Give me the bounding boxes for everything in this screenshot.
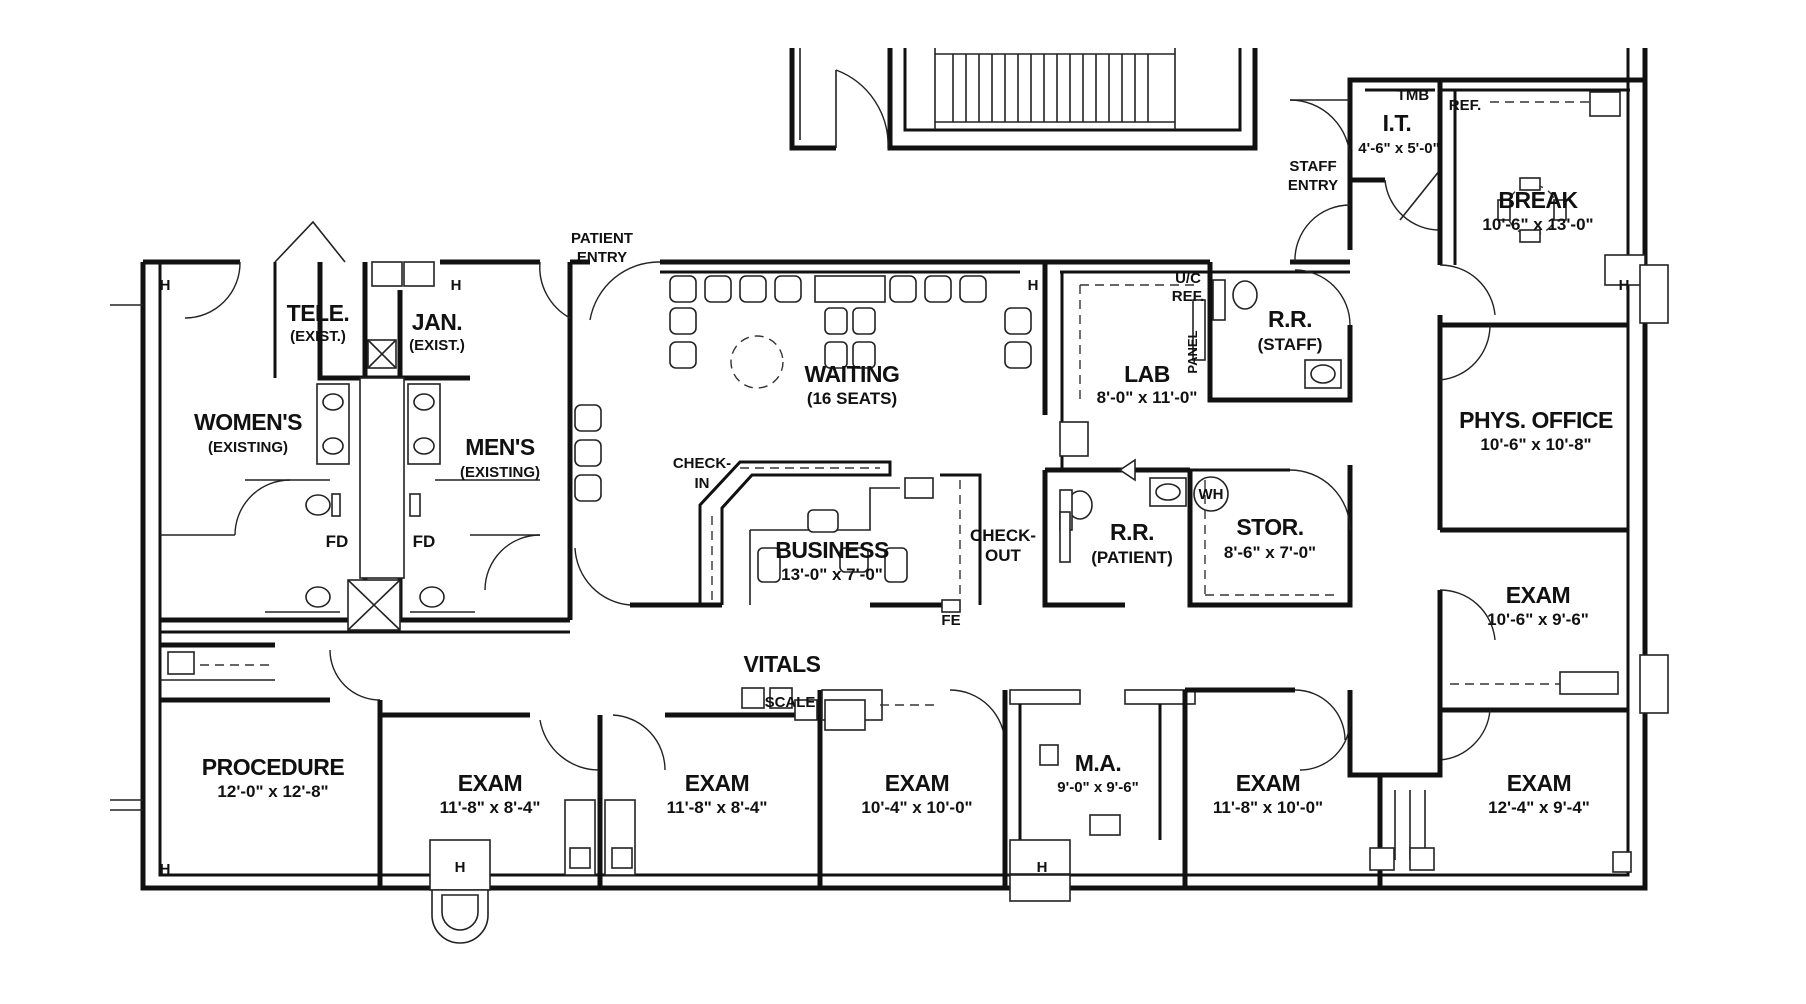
exam5-dims: 12'-4" x 9'-4"	[1488, 798, 1590, 817]
rr-staff-label: R.R.	[1268, 306, 1312, 332]
exam2-label: EXAM	[685, 770, 749, 796]
lab-label: LAB	[1124, 361, 1170, 387]
business-dims: 13'-0" x 7'-0"	[781, 565, 883, 584]
exam4-label: EXAM	[1236, 770, 1300, 796]
womens-label: WOMEN'S	[194, 409, 302, 435]
rr-patient-sub-label: (PATIENT)	[1091, 548, 1173, 567]
womens-sub-label: (EXISTING)	[208, 439, 288, 456]
exam1-label: EXAM	[458, 770, 522, 796]
break-table	[1497, 177, 1567, 243]
vitals-label: VITALS	[743, 651, 820, 677]
rr-staff-sub-label: (STAFF)	[1258, 335, 1323, 354]
waiting-label: WAITING	[805, 361, 900, 387]
stor-dims: 8'-6" x 7'-0"	[1224, 543, 1316, 562]
ma-label: M.A.	[1075, 750, 1122, 776]
break-label: BREAK	[1498, 187, 1578, 213]
procedure-dims: 12'-0" x 12'-8"	[217, 782, 328, 801]
uc-label: U/C	[1175, 270, 1201, 287]
h-mark: H	[160, 861, 171, 878]
exterior-walls	[110, 48, 1648, 891]
restroom-block	[160, 220, 573, 634]
h-mark: H	[160, 277, 171, 294]
staff-entry-label-2: ENTRY	[1288, 177, 1338, 194]
exam1-dims: 11'-8" x 8'-4"	[440, 798, 541, 817]
stair-treads	[935, 53, 1175, 123]
phys-office-label: PHYS. OFFICE	[1459, 407, 1613, 433]
tele-label: TELE.	[287, 300, 350, 326]
it-label: I.T.	[1383, 110, 1412, 136]
break-dims: 10'-6" x 13'-0"	[1482, 215, 1593, 234]
ma-dims: 9'-0" x 9'-6"	[1057, 779, 1138, 796]
h-mark: H	[455, 859, 466, 876]
mens-label: MEN'S	[465, 434, 535, 460]
h-mark: H	[1037, 859, 1048, 876]
lab-dims: 8'-0" x 11'-0"	[1097, 388, 1198, 407]
check-out-label-2: OUT	[985, 546, 1022, 565]
h-mark: H	[1619, 277, 1630, 294]
rr-patient-label: R.R.	[1110, 519, 1154, 545]
tmb-label: TMB	[1397, 87, 1430, 104]
check-in-label-2: IN	[695, 475, 710, 492]
patient-entry-label-2: ENTRY	[577, 249, 627, 266]
h-mark: H	[1028, 277, 1039, 294]
room-labels: TELE. (EXIST.) JAN. (EXIST.) WOMEN'S (EX…	[194, 87, 1614, 817]
it-dims: 4'-6" x 5'-0"	[1358, 140, 1439, 157]
waiting-chairs	[574, 275, 1032, 502]
h-markers: H H H H H H H	[160, 277, 1630, 878]
uc-ref-label: REF.	[1172, 288, 1205, 305]
fe-label: FE	[941, 612, 960, 629]
lab-core	[1020, 259, 1353, 608]
it-room	[1289, 77, 1443, 263]
phys-office-dims: 10'-6" x 10'-8"	[1480, 435, 1591, 454]
jan-sub-label: (EXIST.)	[409, 337, 465, 354]
exam-right-dims: 10'-6" x 9'-6"	[1487, 610, 1589, 629]
check-in-label-1: CHECK-	[673, 455, 731, 472]
exam3-dims: 10'-4" x 10'-0"	[861, 798, 972, 817]
jan-label: JAN.	[412, 309, 462, 335]
fd-left-label: FD	[326, 532, 349, 551]
procedure-label: PROCEDURE	[202, 754, 345, 780]
business-label: BUSINESS	[775, 537, 889, 563]
exam5-label: EXAM	[1507, 770, 1571, 796]
patient-entry-label-1: PATIENT	[571, 230, 633, 247]
tele-sub-label: (EXIST.)	[290, 328, 346, 345]
exam2-dims: 11'-8" x 8'-4"	[667, 798, 768, 817]
stor-label: STOR.	[1236, 514, 1303, 540]
h-mark: H	[451, 277, 462, 294]
exam-right-label: EXAM	[1506, 582, 1570, 608]
staff-entry-label-1: STAFF	[1289, 158, 1336, 175]
exam4-dims: 11'-8" x 10'-0"	[1213, 798, 1323, 817]
exam3-label: EXAM	[885, 770, 949, 796]
right-rooms	[1437, 77, 1669, 761]
panel-label: PANEL	[1185, 330, 1200, 373]
wh-label: WH	[1199, 486, 1224, 503]
fd-right-label: FD	[413, 532, 436, 551]
stair-core	[789, 48, 1258, 151]
waiting-sub-label: (16 SEATS)	[807, 389, 897, 408]
check-out-label-1: CHECK-	[970, 526, 1036, 545]
scale-label: SCALE	[765, 694, 816, 711]
bottom-rooms	[160, 642, 1632, 944]
ref-label: REF.	[1449, 97, 1482, 114]
mens-sub-label: (EXISTING)	[460, 464, 540, 481]
waiting-area	[570, 259, 1032, 613]
